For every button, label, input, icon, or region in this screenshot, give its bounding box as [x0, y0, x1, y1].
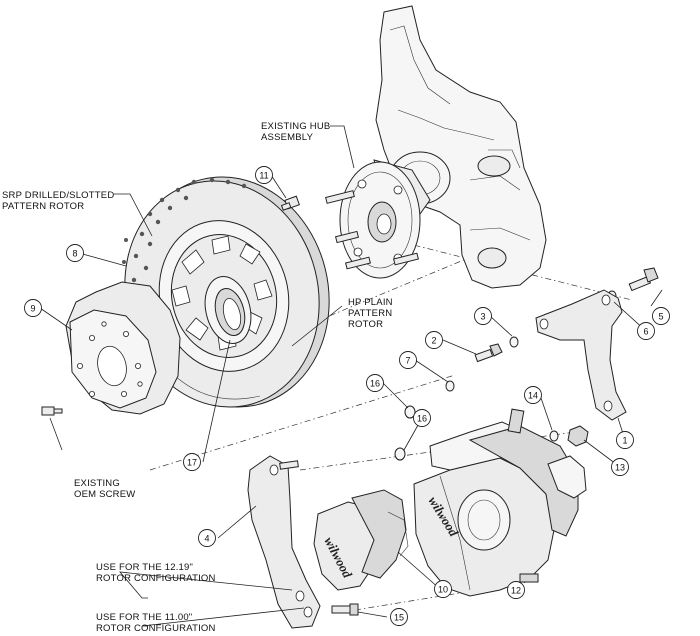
callout-number: 4: [204, 534, 209, 544]
callout-17: 17: [183, 453, 201, 471]
callout-bubble: [255, 166, 273, 184]
callout-8: 8: [66, 244, 84, 262]
oem-screw-icon: [41, 406, 63, 416]
caliper-bracket-lower-icon: [247, 455, 321, 629]
callout-bubble: [183, 453, 201, 471]
callout-16: 16: [366, 374, 384, 392]
callout-bubble: [425, 331, 443, 349]
steering-knuckle-icon: [375, 5, 547, 289]
part-labels: EXISTING HUB ASSEMBLY SRP DRILLED/SLOTTE…: [2, 121, 393, 634]
label-oem-screw-2: OEM SCREW: [74, 489, 135, 500]
callout-bubble: [611, 458, 629, 476]
callout-bubble: [399, 351, 417, 369]
callout-bubble: [24, 299, 42, 317]
callout-number: 2: [431, 336, 436, 346]
label-hp-rotor-1: HP PLAIN: [348, 297, 393, 308]
callout-7: 7: [399, 351, 417, 369]
label-config-1219-2: ROTOR CONFIGURATION: [96, 573, 216, 584]
label-config-1219-1: USE FOR THE 12.19": [96, 562, 193, 573]
callout-10: 10: [434, 580, 452, 598]
label-hp-rotor-3: ROTOR: [348, 319, 383, 330]
callout-number: 12: [511, 586, 521, 596]
brake-pads-icon: wilwood: [313, 489, 409, 591]
callout-bubble: [652, 307, 670, 325]
label-hp-rotor-2: PATTERN: [348, 308, 392, 319]
callout-number: 11: [259, 171, 268, 181]
callout-number: 6: [643, 327, 648, 337]
washer-7-icon: [445, 380, 455, 392]
callout-bubble: [434, 580, 452, 598]
callout-number: 16: [417, 414, 427, 424]
callout-2: 2: [425, 331, 443, 349]
callout-16: 16: [413, 409, 431, 427]
brake-rotor-icon: [122, 176, 330, 408]
bolt-15-icon: [331, 603, 359, 616]
callout-3: 3: [474, 307, 492, 325]
callout-15: 15: [390, 608, 408, 626]
shim-16b-icon: [394, 447, 406, 461]
callout-number: 9: [30, 304, 35, 314]
label-srp-rotor-1: SRP DRILLED/SLOTTED: [2, 190, 114, 201]
washer-14-icon: [549, 430, 559, 442]
callout-number: 15: [394, 613, 404, 623]
callout-9: 9: [24, 299, 42, 317]
callout-1: 1: [616, 431, 634, 449]
callout-number: 7: [405, 356, 410, 366]
bolt-5-icon: [628, 267, 659, 292]
washer-3-icon: [509, 336, 519, 348]
callout-bubble: [390, 608, 408, 626]
callout-number: 3: [480, 312, 485, 322]
callout-bubble: [198, 529, 216, 547]
nut-13-icon: [567, 425, 589, 447]
hub-assembly-icon: [325, 159, 431, 279]
callout-5: 5: [652, 307, 670, 325]
label-oem-screw-1: EXISTING: [74, 478, 120, 489]
callout-bubble: [637, 322, 655, 340]
shim-16a-icon: [404, 405, 416, 419]
callout-number: 1: [622, 436, 627, 446]
bolt-11-icon: [280, 195, 300, 211]
callout-number: 16: [370, 379, 380, 389]
label-existing-hub-2: ASSEMBLY: [261, 132, 314, 143]
callout-bubble: [366, 374, 384, 392]
callout-number: 8: [72, 249, 77, 259]
callout-bubble: [507, 581, 525, 599]
callout-number: 14: [528, 391, 538, 401]
caliper-bracket-icon: [535, 289, 627, 421]
label-config-1100-2: ROTOR CONFIGURATION: [96, 623, 216, 634]
label-existing-hub-1: EXISTING HUB: [261, 121, 330, 132]
callout-number: 17: [187, 458, 197, 468]
label-srp-rotor-2: PATTERN ROTOR: [2, 201, 84, 212]
brake-caliper-icon: wilwood: [413, 408, 587, 597]
bolt-2-icon: [474, 343, 503, 363]
callout-bubble: [524, 386, 542, 404]
callout-6: 6: [637, 322, 655, 340]
callout-12: 12: [507, 581, 525, 599]
callout-bubble: [474, 307, 492, 325]
label-config-1100-1: USE FOR THE 11.00": [96, 612, 192, 623]
callout-number: 13: [615, 463, 625, 473]
rotor-hat-icon: [65, 281, 181, 415]
fasteners: [41, 195, 659, 616]
callout-bubble: [616, 431, 634, 449]
callout-4: 4: [198, 529, 216, 547]
callout-number: 10: [438, 585, 448, 595]
callout-11: 11: [255, 166, 273, 184]
callout-bubble: [413, 409, 431, 427]
callout-13: 13: [611, 458, 629, 476]
callout-number: 5: [658, 312, 663, 322]
callout-14: 14: [524, 386, 542, 404]
callout-bubble: [66, 244, 84, 262]
